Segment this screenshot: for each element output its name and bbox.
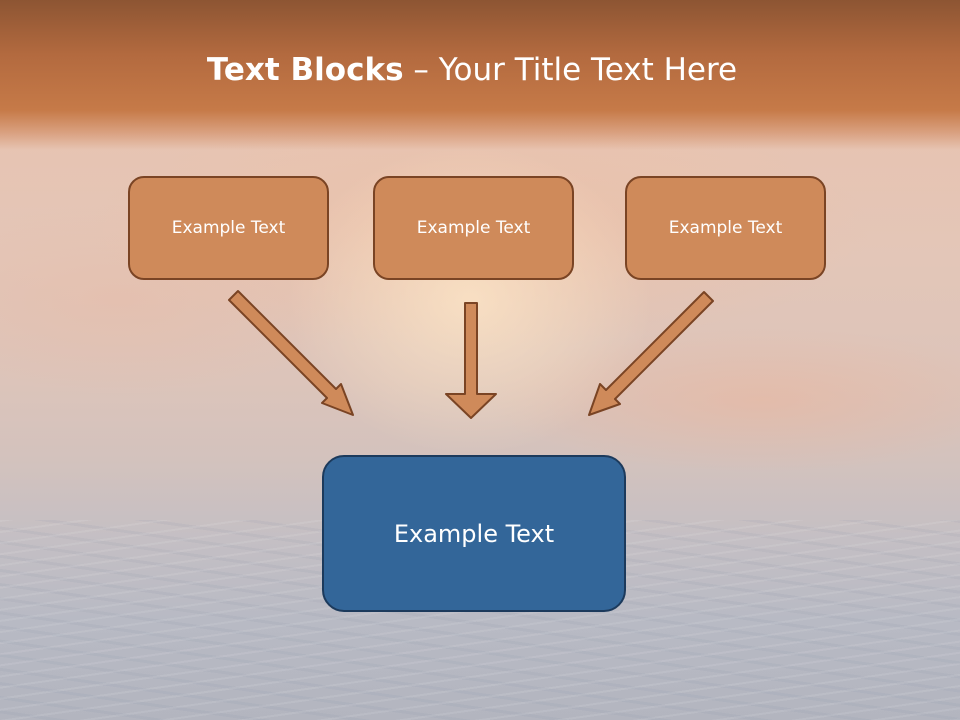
title-band xyxy=(0,0,960,150)
arrow-left-icon xyxy=(228,290,354,416)
text-block-left-label: Example Text xyxy=(171,218,286,238)
text-block-center-label: Example Text xyxy=(416,218,531,238)
title-rest: Your Title Text Here xyxy=(438,52,738,88)
title-bold-part: Text Blocks xyxy=(206,52,404,88)
text-block-right[interactable]: Example Text xyxy=(625,176,826,280)
text-block-right-label: Example Text xyxy=(668,218,783,238)
text-block-center[interactable]: Example Text xyxy=(373,176,574,280)
arrow-down-icon xyxy=(445,302,497,419)
text-block-left[interactable]: Example Text xyxy=(128,176,329,280)
slide-title: Text Blocks – Your Title Text Here xyxy=(0,52,944,88)
arrow-right-icon xyxy=(588,291,714,416)
text-block-result-label: Example Text xyxy=(393,519,555,548)
title-dash: – xyxy=(403,52,439,88)
text-block-result[interactable]: Example Text xyxy=(322,455,626,612)
